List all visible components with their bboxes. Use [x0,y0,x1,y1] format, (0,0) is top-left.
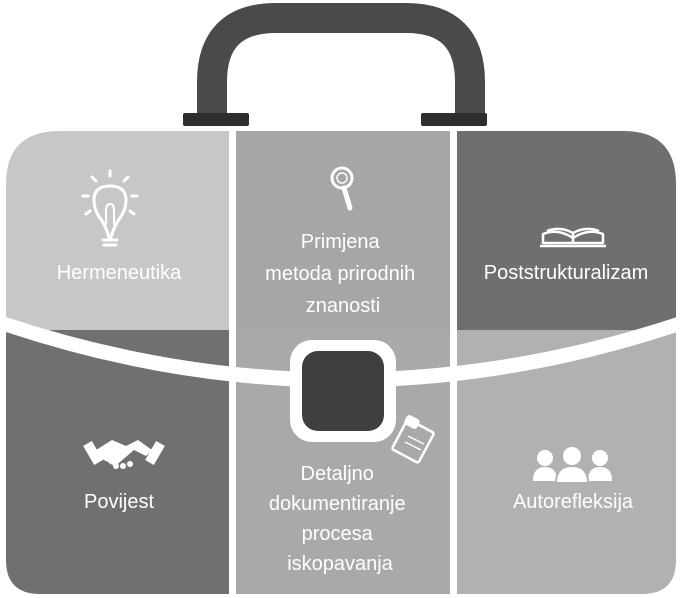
panel-label-hermeneutika: Hermeneutika [57,262,182,284]
handshake-icon [83,440,165,469]
open-book-icon [540,227,606,248]
clasp [290,340,396,442]
lightbulb-icon [81,169,139,247]
magnifier-icon [330,166,354,211]
panel-label-detaljno-dokumentiranje: Detaljno dokumentiranje procesa iskopava… [269,463,411,575]
handle [183,3,487,126]
clipboard-icon [391,415,435,464]
panel-label-primjena-metoda: Primjena metoda prirodnih znanosti [265,231,421,317]
flap-edge [6,315,676,388]
panel-label-poststrukturalizam: Poststrukturalizam [484,262,649,284]
panel-label-autorefleksija: Autorefleksija [513,491,634,513]
panel-label-povijest: Povijest [84,491,154,513]
people-group-icon [533,445,612,484]
